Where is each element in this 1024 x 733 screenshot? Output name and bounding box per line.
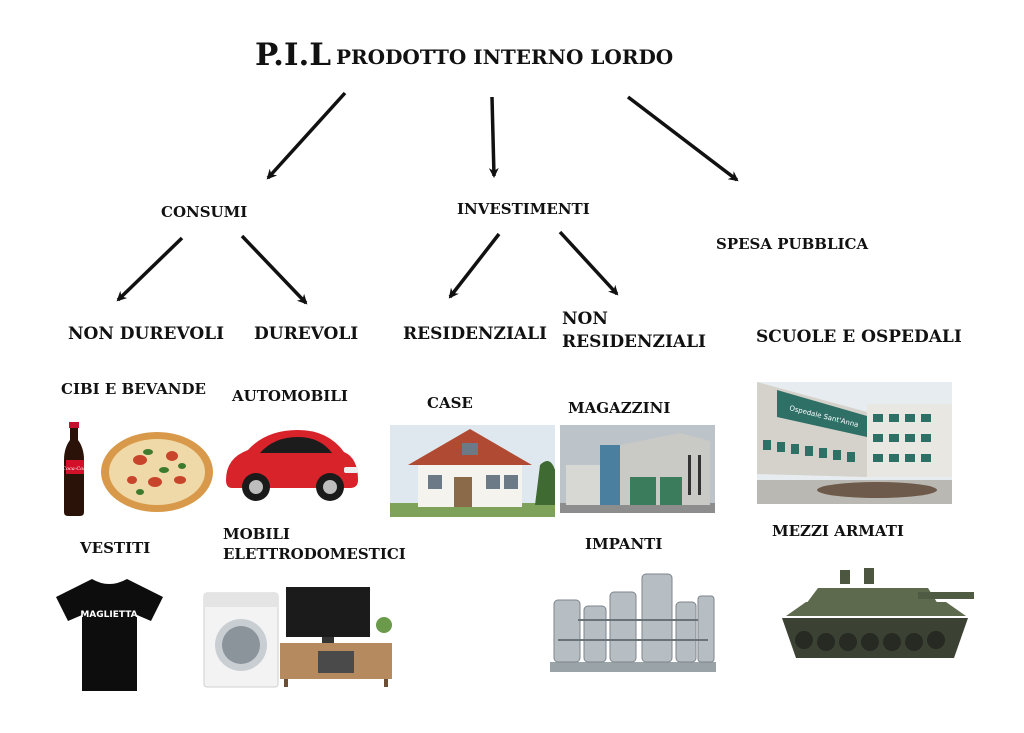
appliances-image (202, 585, 394, 689)
svg-text:Coca-Cola: Coca-Cola (62, 466, 88, 472)
label-mobili: MOBILI (223, 525, 290, 543)
tshirt-image: MAGLIETTA (52, 575, 167, 693)
arrow-consumi-durevoli (240, 234, 308, 305)
arrow-inv-residenziali (448, 232, 501, 299)
car-image (218, 425, 363, 505)
arrow-pil-spesa (626, 95, 739, 182)
arrow-pil-investimenti (488, 96, 499, 178)
tank-vehicle-image (778, 568, 974, 674)
label-spesa-pubblica: SPESA PUBBLICA (716, 235, 869, 253)
label-automobili: AUTOMOBILI (232, 387, 348, 405)
cola-bottle-icon: Coca-Cola (62, 422, 88, 516)
label-vestiti: VESTITI (80, 539, 151, 557)
pizza-icon (101, 432, 213, 512)
title-abbr: P.I.L (255, 37, 332, 73)
arrow-pil-consumi (266, 91, 347, 180)
label-scuole-ospedali: SCUOLE E OSPEDALI (756, 327, 962, 347)
label-non-durevoli: NON DUREVOLI (68, 324, 225, 344)
label-non-residenziali-1: NON (562, 309, 608, 329)
house-image (390, 425, 555, 517)
food-drink-image: Coca-Cola (60, 420, 215, 520)
label-consumi: CONSUMI (161, 203, 248, 221)
label-durevoli: DUREVOLI (254, 324, 359, 344)
title-full: PRODOTTO INTERNO LORDO (336, 45, 674, 69)
warehouse-image (560, 425, 715, 513)
label-residenziali: RESIDENZIALI (403, 324, 548, 344)
label-magazzini: MAGAZZINI (568, 399, 671, 417)
svg-text:MAGLIETTA: MAGLIETTA (80, 610, 137, 620)
label-mezzi-armati: MEZZI ARMATI (772, 522, 904, 540)
label-impanti: IMPANTI (585, 535, 663, 553)
tanks-image (548, 570, 716, 672)
label-investimenti: INVESTIMENTI (457, 200, 590, 218)
arrow-inv-nonresidenziali (558, 230, 619, 296)
tv-cabinet-icon (280, 587, 392, 687)
label-cibi-bevande: CIBI E BEVANDE (61, 380, 206, 398)
arrow-consumi-nondurevoli (116, 236, 184, 302)
label-non-residenziali-2: RESIDENZIALI (562, 332, 707, 352)
label-case: CASE (427, 394, 473, 412)
washing-machine-icon (203, 592, 279, 688)
hospital-image: Ospedale Sant'Anna (757, 382, 952, 504)
label-elettrodomestici: ELETTRODOMESTICI (223, 545, 406, 563)
